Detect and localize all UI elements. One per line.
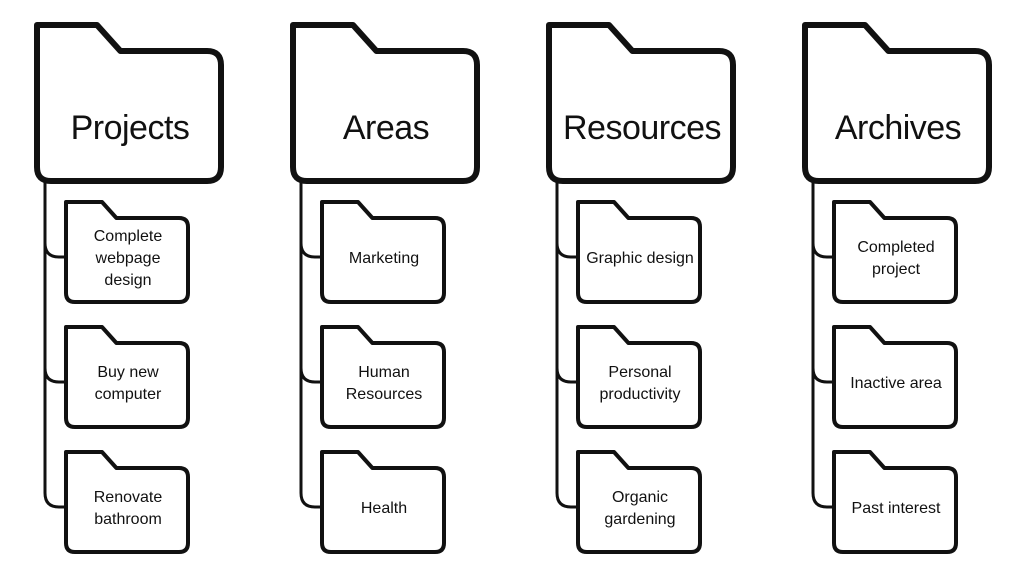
connector-branch	[299, 367, 324, 384]
folder-icon	[546, 22, 736, 184]
folder-icon	[832, 200, 958, 304]
folder-icon	[802, 22, 992, 184]
item-label: Completed project	[857, 239, 935, 278]
connector-branch	[43, 242, 68, 259]
item-label: Complete webpage design	[93, 228, 163, 289]
item-folder[interactable]: Personal productivity	[576, 325, 702, 429]
connector-branch	[299, 242, 324, 259]
category-folder[interactable]: Projects	[34, 22, 224, 184]
item-folder[interactable]: Past interest	[832, 450, 958, 554]
folder-icon	[320, 450, 446, 554]
folder-icon	[320, 325, 446, 429]
item-folder[interactable]: Marketing	[320, 200, 446, 304]
folder-icon	[34, 22, 224, 184]
category-folder[interactable]: Resources	[546, 22, 736, 184]
category-title: Projects	[70, 108, 190, 147]
item-label: Graphic design	[586, 250, 694, 267]
item-label: Health	[360, 500, 408, 517]
category-folder[interactable]: Archives	[802, 22, 992, 184]
item-folder[interactable]: Graphic design	[576, 200, 702, 304]
folder-icon	[576, 450, 702, 554]
connector-trunk	[811, 176, 836, 509]
folder-icon	[320, 200, 446, 304]
category-title: Areas	[342, 108, 430, 147]
folder-icon	[832, 325, 958, 429]
item-label: Inactive area	[850, 375, 942, 392]
folder-icon	[64, 450, 190, 554]
item-label: Personal productivity	[599, 364, 681, 403]
connector-trunk	[299, 176, 324, 509]
category-title: Archives	[834, 108, 962, 147]
connector-lines	[299, 176, 324, 509]
item-label: Marketing	[348, 250, 420, 267]
connector-lines	[555, 176, 580, 509]
connector-trunk	[43, 176, 68, 509]
connector-branch	[811, 367, 836, 384]
item-folder[interactable]: Completed project	[832, 200, 958, 304]
item-folder[interactable]: Health	[320, 450, 446, 554]
folder-icon	[832, 450, 958, 554]
item-label: Organic gardening	[604, 489, 676, 528]
connector-branch	[811, 242, 836, 259]
item-label: Buy new computer	[94, 364, 162, 403]
connector-trunk	[555, 176, 580, 509]
item-folder[interactable]: Buy new computer	[64, 325, 190, 429]
item-folder[interactable]: Complete webpage design	[64, 200, 190, 304]
item-folder[interactable]: Inactive area	[832, 325, 958, 429]
item-folder[interactable]: Human Resources	[320, 325, 446, 429]
folder-icon	[64, 200, 190, 304]
connector-lines	[43, 176, 68, 509]
connector-branch	[43, 367, 68, 384]
folder-icon	[290, 22, 480, 184]
item-label: Human Resources	[345, 364, 423, 403]
item-folder[interactable]: Renovate bathroom	[64, 450, 190, 554]
folder-icon	[576, 200, 702, 304]
item-label: Past interest	[851, 500, 941, 517]
folder-icon	[576, 325, 702, 429]
connector-branch	[555, 242, 580, 259]
connector-lines	[811, 176, 836, 509]
category-folder[interactable]: Areas	[290, 22, 480, 184]
item-folder[interactable]: Organic gardening	[576, 450, 702, 554]
folder-icon	[64, 325, 190, 429]
connector-branch	[555, 367, 580, 384]
category-title: Resources	[562, 108, 722, 147]
item-label: Renovate bathroom	[93, 489, 163, 528]
